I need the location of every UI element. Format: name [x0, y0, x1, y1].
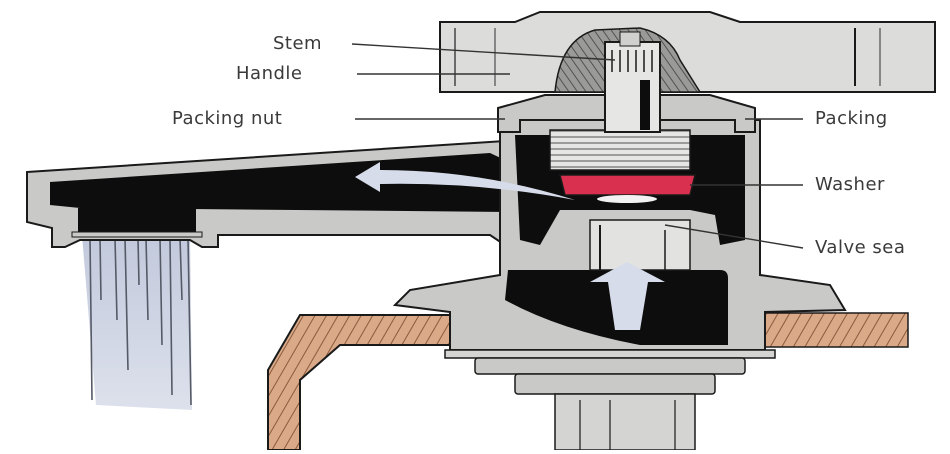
mounting-hardware	[444, 349, 776, 451]
label-packing-nut: Packing nut	[172, 108, 283, 129]
leader-valve-seat	[664, 224, 804, 249]
label-valve-seat: Valve sea	[815, 237, 906, 258]
flow-arrow-left-icon	[355, 162, 575, 200]
flow-arrows	[355, 162, 665, 330]
label-packing: Packing	[815, 108, 888, 129]
countertop	[267, 312, 909, 451]
handle	[439, 11, 936, 93]
leader-stem	[351, 43, 616, 61]
flow-arrow-up-icon	[590, 262, 665, 330]
leader-lines	[351, 43, 804, 249]
stem	[604, 31, 661, 133]
label-handle: Handle	[236, 63, 303, 84]
label-washer: Washer	[815, 174, 885, 195]
label-stem: Stem	[273, 33, 323, 54]
washer-part	[559, 174, 696, 196]
valve-body	[392, 119, 847, 351]
water-stream	[82, 235, 192, 410]
